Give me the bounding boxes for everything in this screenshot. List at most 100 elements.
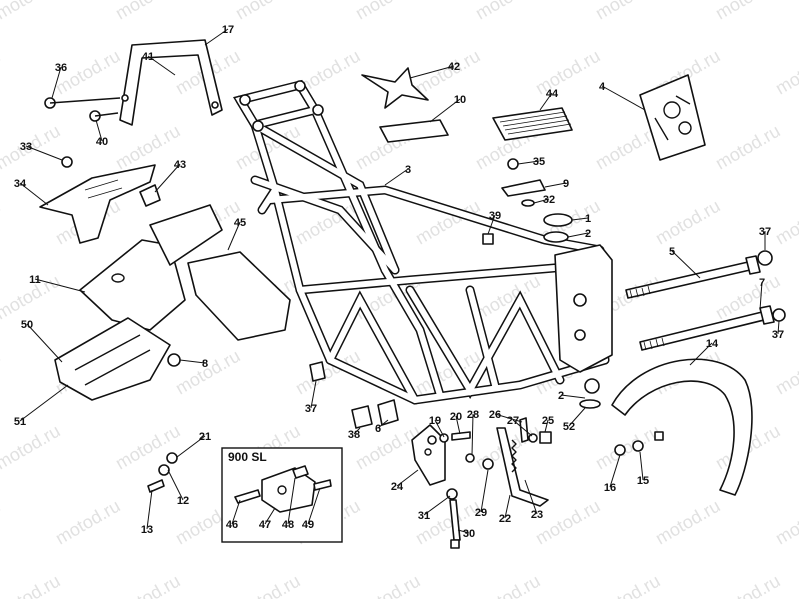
rear-mudguard — [611, 358, 753, 496]
bolt-33 — [61, 156, 73, 168]
inset-900sl: 900 SL — [221, 447, 343, 543]
callout-9: 9 — [563, 178, 569, 190]
callout-31: 31 — [418, 510, 430, 522]
leader-line — [51, 66, 62, 99]
watermark-text: motod.ru — [772, 496, 799, 549]
callout-44: 44 — [546, 88, 559, 100]
callout-40: 40 — [96, 136, 108, 148]
ring-2 — [543, 231, 569, 243]
callout-2: 2 — [585, 228, 591, 240]
leader-line — [457, 529, 470, 534]
watermark-text: motod.ru — [0, 46, 4, 99]
leader-line — [487, 214, 496, 235]
tail-panel-11 — [79, 239, 186, 331]
callout-21: 21 — [199, 431, 211, 443]
callout-16: 16 — [604, 482, 616, 494]
leader-line — [671, 250, 701, 279]
washer-29 — [482, 458, 494, 470]
callout-20: 20 — [450, 411, 462, 423]
leader-line — [264, 507, 276, 525]
leader-line — [287, 477, 296, 525]
leader-line — [409, 65, 455, 79]
leader-line — [429, 98, 461, 123]
leader-line — [19, 182, 49, 206]
leader-line — [639, 451, 644, 481]
watermark-text: motod.ru — [0, 196, 4, 249]
leader-line — [524, 479, 538, 515]
leader-line — [544, 182, 567, 188]
callout-25: 25 — [542, 415, 554, 427]
leader-line — [471, 413, 474, 456]
callout-45: 45 — [234, 217, 246, 229]
switch-30 — [449, 499, 461, 541]
leader-line — [759, 281, 763, 311]
callout-51: 51 — [14, 416, 26, 428]
leader-line — [494, 413, 523, 423]
washer-21 — [166, 452, 178, 464]
callout-11: 11 — [29, 274, 41, 286]
callout-3: 3 — [405, 164, 411, 176]
leader-line — [307, 487, 321, 525]
callout-39: 39 — [489, 210, 501, 222]
nut-28 — [465, 453, 475, 463]
watermark-text: motod.ru — [772, 46, 799, 99]
leader-line — [512, 419, 533, 437]
nut-39 — [482, 233, 494, 245]
callout-17: 17 — [222, 24, 234, 36]
leader-line — [568, 407, 586, 427]
callout-24: 24 — [391, 481, 404, 493]
watermark-text: motod.ru — [772, 196, 799, 249]
cross-34 — [39, 164, 156, 244]
leader-line — [176, 435, 206, 458]
watermark-text: motod.ru — [712, 571, 784, 599]
watermark-text: motod.ru — [112, 0, 184, 23]
watermark-text: motod.ru — [712, 121, 784, 174]
watermark-text: motod.ru — [652, 496, 724, 549]
watermark-text: motod.ru — [0, 496, 4, 549]
callout-37: 37 — [759, 226, 771, 238]
leader-line — [544, 419, 549, 433]
nut-25 — [539, 431, 552, 444]
decal-44 — [492, 107, 573, 141]
watermark-text: motod.ru — [472, 571, 544, 599]
callout-36: 36 — [55, 62, 67, 74]
bolt-46 — [234, 489, 261, 504]
washer-27 — [528, 433, 538, 443]
leader-line — [455, 415, 461, 435]
callout-49: 49 — [302, 519, 314, 531]
leader-line — [147, 55, 176, 76]
callout-47: 47 — [259, 519, 271, 531]
watermark-text: motod.ru — [592, 421, 664, 474]
watermark-text: motod.ru — [472, 0, 544, 23]
callout-37: 37 — [305, 403, 317, 415]
callout-2: 2 — [558, 390, 564, 402]
watermark-text: motod.ru — [652, 196, 724, 249]
callout-38: 38 — [348, 429, 360, 441]
watermark-text: motod.ru — [352, 571, 424, 599]
watermark-text: motod.ru — [112, 121, 184, 174]
leader-line — [571, 217, 589, 221]
leader-line — [504, 494, 511, 519]
callout-7: 7 — [759, 277, 765, 289]
callout-46: 46 — [226, 519, 238, 531]
callout-33: 33 — [20, 141, 32, 153]
leader-line — [204, 28, 229, 46]
callout-52: 52 — [563, 421, 575, 433]
callout-1: 1 — [585, 213, 591, 225]
callout-48: 48 — [282, 519, 294, 531]
leader-line — [179, 359, 206, 364]
watermark-text: motod.ru — [52, 496, 124, 549]
callout-8: 8 — [202, 358, 208, 370]
callout-22: 22 — [499, 513, 511, 525]
inset-title: 900 SL — [228, 450, 267, 464]
axle-bolt-7 — [639, 305, 775, 351]
watermark-text: motod.ru — [0, 421, 64, 474]
callout-32: 32 — [543, 194, 555, 206]
washer-19 — [439, 433, 449, 443]
clip-14b — [654, 431, 664, 441]
watermark-text: motod.ru — [352, 0, 424, 23]
plate-holder-50-51 — [54, 317, 171, 401]
tray-45 — [187, 251, 291, 341]
support-45b — [149, 204, 223, 266]
callout-28: 28 — [467, 409, 479, 421]
